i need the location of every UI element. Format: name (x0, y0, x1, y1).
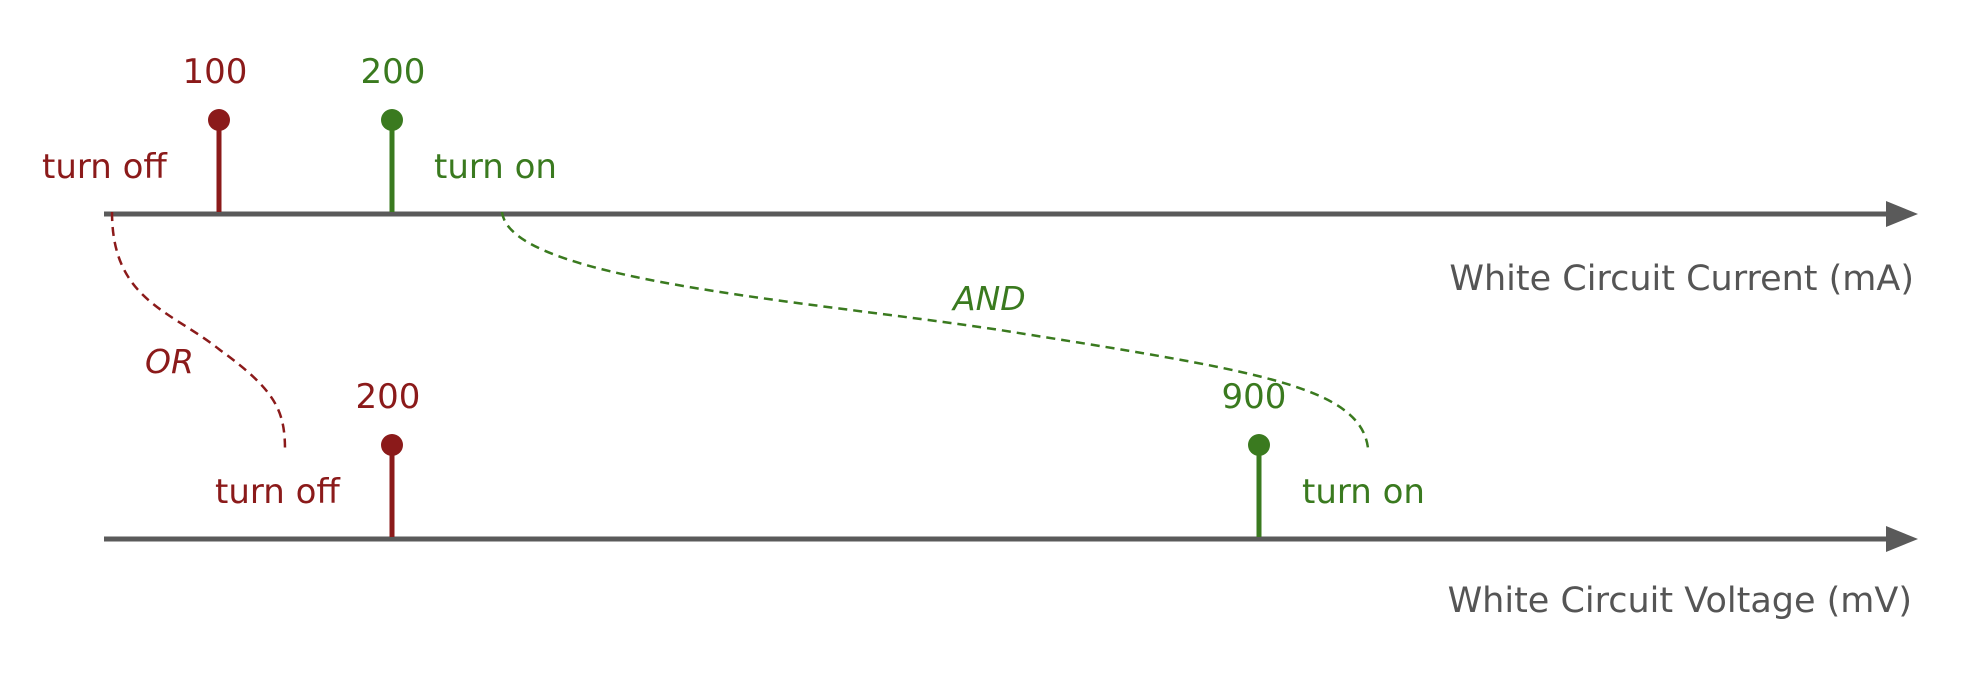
current-off-threshold-value: 100 (183, 52, 248, 92)
or-connector-path (110, 211, 287, 451)
and-label: AND (951, 279, 1026, 318)
voltage-on-threshold-marker: 900 turn on (1222, 377, 1425, 537)
voltage-off-threshold-value: 200 (356, 377, 421, 417)
current-on-threshold-marker: 200 turn on (361, 52, 557, 212)
and-connector: AND (500, 211, 1370, 449)
current-on-threshold-value: 200 (361, 52, 426, 92)
current-on-dot (381, 109, 403, 131)
voltage-off-dot (381, 434, 403, 456)
or-connector: OR (110, 211, 287, 451)
voltage-on-threshold-value: 900 (1222, 377, 1287, 417)
voltage-off-label: turn off (215, 472, 341, 512)
voltage-axis-title: White Circuit Voltage (mV) (1448, 581, 1912, 621)
current-off-label: turn off (42, 147, 168, 187)
voltage-on-dot (1248, 434, 1270, 456)
current-axis-arrowhead (1886, 201, 1918, 227)
voltage-on-label: turn on (1302, 472, 1425, 512)
voltage-axis: White Circuit Voltage (mV) (104, 526, 1918, 621)
current-off-dot (208, 109, 230, 131)
voltage-off-threshold-marker: 200 turn off (215, 377, 420, 537)
current-axis-title: White Circuit Current (mA) (1449, 259, 1914, 299)
or-label: OR (145, 342, 194, 381)
voltage-axis-arrowhead (1886, 526, 1918, 552)
and-connector-path (500, 211, 1370, 449)
current-off-threshold-marker: 100 turn off (42, 52, 247, 212)
current-on-label: turn on (434, 147, 557, 187)
current-axis: White Circuit Current (mA) (104, 201, 1918, 299)
